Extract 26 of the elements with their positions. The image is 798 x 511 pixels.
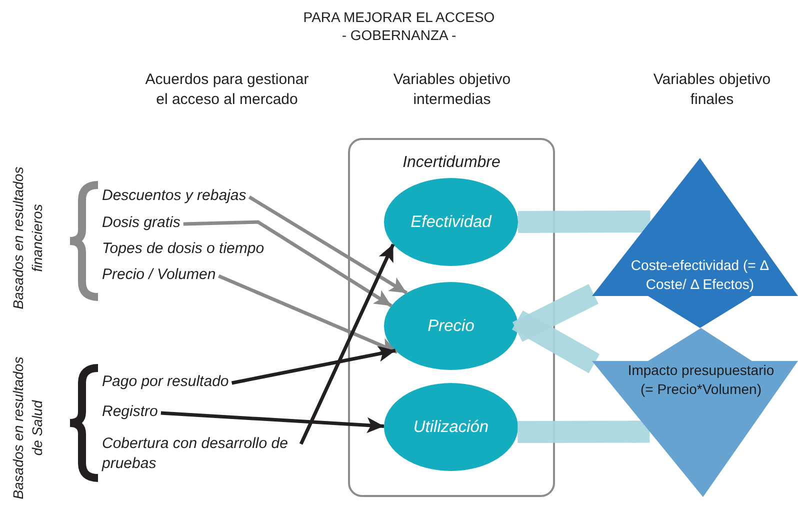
agreement-item: Cobertura con desarrollo de pruebas	[102, 434, 298, 474]
node-label: Impacto presupuestario (= Precio*Volumen)	[626, 361, 776, 399]
group-frame	[348, 138, 555, 497]
agreement-item: Registro	[102, 402, 158, 422]
arrow	[231, 346, 396, 385]
agreement-item: Pago por resultado	[102, 372, 229, 392]
arrow	[248, 196, 408, 294]
node-label: Efectividad	[410, 212, 492, 232]
column-heading: Variables objetivo intermedias	[392, 70, 512, 110]
agreement-item: Precio / Volumen	[102, 265, 216, 285]
arrow	[299, 244, 395, 445]
agreement-item: Topes de dosis o tiempo	[102, 239, 264, 259]
arrow	[160, 411, 384, 434]
group-label: Basados en resultados financieros	[9, 166, 46, 312]
agreement-item: Dosis gratis	[102, 213, 180, 233]
column-heading: Acuerdos para gestionar el acceso al mercado	[144, 70, 310, 110]
arrow	[183, 220, 392, 308]
arrow	[218, 274, 398, 354]
agreement-item: Descuentos y rebajas	[102, 186, 246, 206]
group-label: Basados en resultados de Salud	[9, 356, 46, 502]
group-title: Incertidumbre	[402, 154, 502, 172]
column-heading: Variables objetivo finales	[652, 70, 772, 110]
diagram-title: PARA MEJORAR EL ACCESO - GOBERNANZA -	[303, 8, 495, 44]
node-label: Precio	[428, 316, 474, 336]
node-label: Coste-efectividad (= Δ Coste/ Δ Efectos)	[630, 256, 770, 294]
node-label: Utilización	[413, 418, 489, 436]
